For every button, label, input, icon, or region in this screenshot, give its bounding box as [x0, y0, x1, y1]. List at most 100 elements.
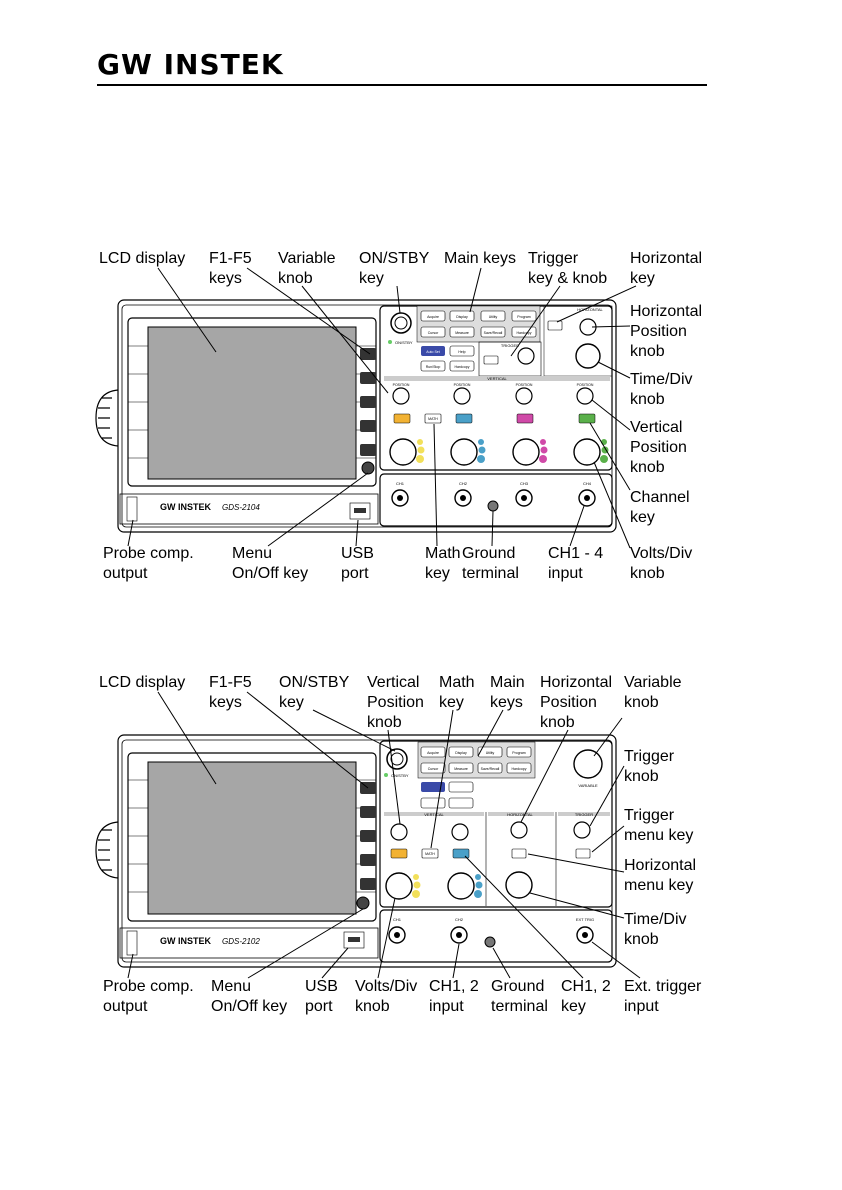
f1-label-ground: Ground terminal [462, 545, 519, 582]
f1-channel-keys[interactable] [393, 413, 596, 424]
f1-label-timediv: Time/Div knob [630, 371, 693, 408]
f2-autoset-key[interactable] [421, 782, 445, 792]
f2-channel-keys[interactable] [390, 848, 470, 859]
f2-f2-key[interactable] [360, 806, 376, 818]
svg-text:VERTICAL: VERTICAL [424, 812, 444, 817]
f1-label-menu: Menu On/Off key [232, 545, 309, 582]
svg-text:Acquire: Acquire [427, 315, 439, 319]
f2-label-probe: Probe comp. output [103, 978, 194, 1015]
f2-variable-knob[interactable] [573, 749, 603, 779]
f1-label-probe: Probe comp. output [103, 545, 194, 582]
f2-fkeys[interactable] [360, 782, 376, 890]
f2-menu-onoff-key[interactable] [356, 896, 370, 910]
svg-text:GDS-2104: GDS-2104 [222, 503, 260, 512]
f1-fkeys[interactable] [360, 348, 376, 456]
f1-trigger-level-knob[interactable] [517, 347, 535, 365]
svg-text:Cursor: Cursor [428, 331, 439, 335]
f1-label-onstby: ON/STBY key [359, 250, 430, 287]
f1-main-keys[interactable] [420, 310, 537, 338]
f2-label-exttrig: Ext. trigger input [624, 978, 702, 1015]
f2-onstby-key[interactable] [386, 748, 408, 770]
f1-f5-key[interactable] [360, 444, 376, 456]
header-rule [97, 84, 707, 86]
svg-text:VERTICAL: VERTICAL [487, 376, 507, 381]
svg-text:POSITION: POSITION [393, 383, 410, 387]
svg-text:TRIGGER: TRIGGER [501, 343, 519, 348]
f2-label-fkeys: F1-F5 keys [209, 674, 252, 711]
f2-chassis [117, 734, 617, 968]
f2-large-knobs[interactable] [385, 871, 533, 900]
f1-horizontal-menu-key[interactable] [547, 320, 563, 331]
f2-bottom-bar [119, 927, 379, 959]
f1-label-voltsdiv: Volts/Div knob [630, 545, 693, 582]
f1-hardcopy-key[interactable] [449, 360, 475, 372]
f1-math-key[interactable] [424, 413, 442, 424]
f1-menu-onoff-key[interactable] [361, 461, 375, 475]
f1-vertical-position-knobs[interactable] [392, 387, 594, 405]
svg-text:Save/Recall: Save/Recall [484, 331, 503, 335]
f1-probe-comp [126, 496, 138, 522]
svg-text:Display: Display [455, 751, 467, 755]
f2-ground-terminal [484, 936, 496, 948]
svg-text:POSITION: POSITION [454, 383, 471, 387]
f1-label-hpos: Horizontal Position knob [630, 303, 703, 360]
f2-lcd-display [147, 761, 357, 915]
svg-text:Utility: Utility [486, 751, 495, 755]
f1-timediv-knob[interactable] [575, 343, 601, 369]
brand-logo: GW INSTEK [97, 48, 284, 81]
f2-handle [95, 821, 119, 879]
f1-bottom-bar [119, 493, 379, 525]
svg-text:Program: Program [512, 751, 526, 755]
f2-help-key[interactable] [448, 781, 474, 793]
f1-handle [95, 389, 119, 447]
svg-text:ON/STBY: ON/STBY [391, 773, 409, 778]
svg-text:GW INSTEK: GW INSTEK [160, 502, 211, 512]
f2-main-keys[interactable] [420, 746, 532, 774]
f1-f1-key[interactable] [360, 348, 376, 360]
svg-text:Save/Recall: Save/Recall [481, 767, 500, 771]
f1-f2-key[interactable] [360, 372, 376, 384]
f2-horizontal-menu-key[interactable] [511, 848, 527, 859]
f2-runstop-key[interactable] [420, 797, 446, 809]
f1-f4-key[interactable] [360, 420, 376, 432]
f1-trigger-menu-key[interactable] [483, 355, 499, 365]
f1-label-fkeys: F1-F5 keys [209, 250, 252, 287]
f2-trigger-knob[interactable] [573, 821, 591, 839]
f2-input-panel [379, 909, 613, 963]
f2-hardcopy-key[interactable] [448, 797, 474, 809]
svg-text:Cursor: Cursor [428, 767, 439, 771]
f1-label-chkey: Channel key [630, 489, 690, 526]
f1-voltsdiv-knobs[interactable] [389, 438, 601, 466]
svg-text:Utility: Utility [489, 315, 498, 319]
f2-label-mainkeys: Main keys [490, 674, 525, 711]
f1-runstop-key[interactable] [420, 360, 446, 372]
f2-inputs[interactable] [388, 926, 594, 944]
svg-text:Hardcopy: Hardcopy [512, 767, 527, 771]
f2-label-usb: USB port [305, 978, 338, 1015]
svg-text:MATH: MATH [428, 417, 438, 421]
f2-math-key[interactable] [421, 848, 439, 859]
f2-trigger-menu-key[interactable] [575, 848, 591, 859]
f2-f3-key[interactable] [360, 830, 376, 842]
f1-autoset-key[interactable] [421, 346, 445, 356]
f2-label-ground: Ground terminal [491, 978, 548, 1015]
svg-text:VARIABLE: VARIABLE [578, 783, 598, 788]
f2-label-trigknob: Trigger knob [624, 748, 675, 785]
f2-f4-key[interactable] [360, 854, 376, 866]
svg-text:MATH: MATH [425, 852, 435, 856]
f2-label-timediv: Time/Div knob [624, 911, 687, 948]
f1-label-vpos: Vertical Position knob [630, 419, 687, 476]
svg-text:HORIZONTAL: HORIZONTAL [507, 812, 533, 817]
f1-help-key[interactable] [449, 345, 475, 357]
svg-text:Auto Set: Auto Set [426, 350, 439, 354]
f2-label-math: Math key [439, 674, 475, 711]
svg-text:CH3: CH3 [520, 481, 529, 486]
f2-label-hmenu: Horizontal menu key [624, 857, 697, 894]
svg-text:CH2: CH2 [459, 481, 468, 486]
f2-f5-key[interactable] [360, 878, 376, 890]
f1-onstby-key[interactable] [390, 312, 412, 334]
f2-position-knobs[interactable] [390, 821, 528, 841]
f1-f3-key[interactable] [360, 396, 376, 408]
